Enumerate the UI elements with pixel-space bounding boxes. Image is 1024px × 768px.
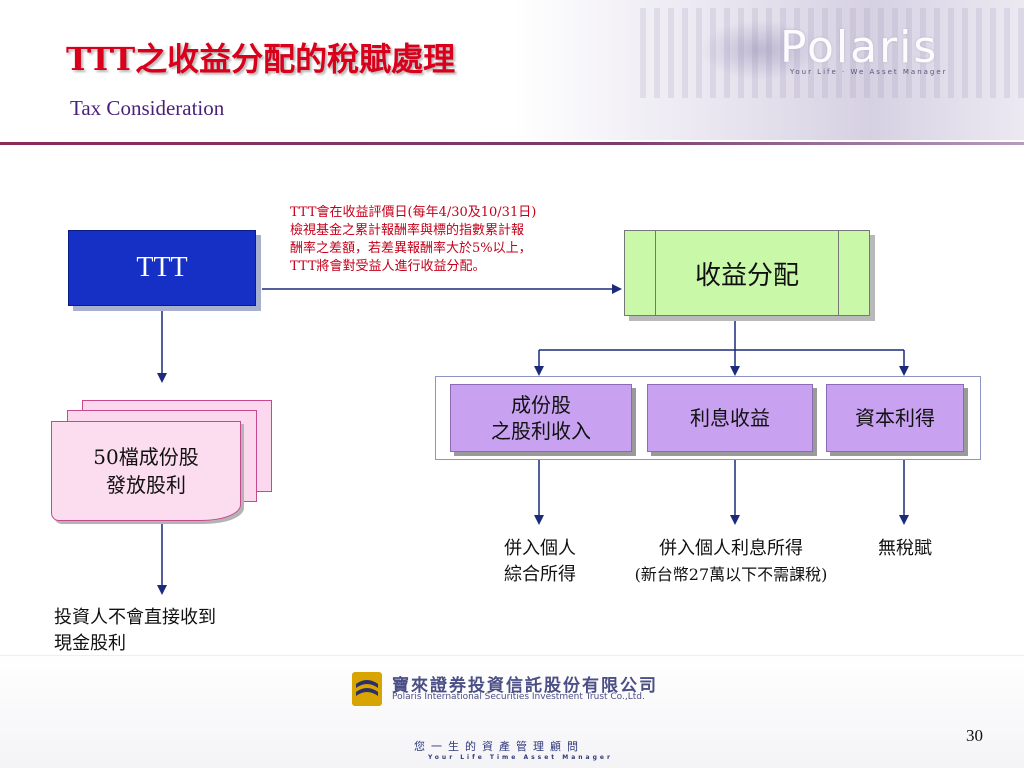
company-logo-icon bbox=[352, 672, 382, 706]
brand-logo-text: Polaris bbox=[780, 22, 939, 73]
slogan-zh: 您一生的資產管理顧問 bbox=[414, 740, 584, 753]
outcome-line: 無稅賦 bbox=[878, 538, 932, 559]
header-background bbox=[0, 0, 1024, 140]
category-label: 資本利得 bbox=[855, 406, 935, 430]
outcome-line: 併入個人 bbox=[504, 538, 576, 559]
outcome-line: 綜合所得 bbox=[504, 564, 576, 585]
note-line: TTT會在收益評價日(每年4/30及10/31日) bbox=[290, 205, 537, 220]
ttt-label: TTT bbox=[136, 252, 188, 283]
company-name-en: Polaris International Securities Investm… bbox=[392, 692, 645, 702]
slide-title: TTT之收益分配的稅賦處理 bbox=[66, 40, 456, 78]
ttt-box: TTT bbox=[68, 230, 256, 306]
category-interest-income: 利息收益 bbox=[647, 384, 813, 452]
note-line: 檢視基金之累計報酬率與標的指數累計報 bbox=[290, 223, 525, 238]
category-label: 成份股 bbox=[511, 393, 571, 417]
distribution-note: TTT會在收益評價日(每年4/30及10/31日) 檢視基金之累計報酬率與標的指… bbox=[290, 204, 610, 276]
note-line: 酬率之差額，若差異報酬率大於5%以上， bbox=[290, 241, 532, 256]
slogan-en: Your Life Time Asset Manager bbox=[428, 754, 613, 761]
document-stack-front: 50檔成份股 發放股利 bbox=[51, 421, 241, 521]
category-dividend-income: 成份股 之股利收入 bbox=[450, 384, 632, 452]
brand-tagline: Your Life · We Asset Manager bbox=[790, 68, 948, 76]
income-distribution-label: 收益分配 bbox=[694, 260, 799, 291]
box-divider bbox=[655, 231, 656, 315]
doc-stack-label: 50檔成份股 bbox=[93, 445, 199, 469]
footer-divider bbox=[0, 655, 1024, 656]
investor-line: 現金股利 bbox=[54, 633, 126, 654]
investor-note: 投資人不會直接收到 現金股利 bbox=[54, 605, 284, 657]
investor-line: 投資人不會直接收到 bbox=[54, 607, 216, 628]
outcome-interest: 併入個人利息所得 (新台幣27萬以下不需課稅) bbox=[600, 536, 862, 588]
doc-stack-label: 發放股利 bbox=[105, 473, 186, 497]
category-capital-gains: 資本利得 bbox=[826, 384, 964, 452]
outcome-line: (新台幣27萬以下不需課稅) bbox=[634, 565, 828, 584]
header-divider bbox=[0, 142, 1024, 145]
header-decoration bbox=[640, 8, 1024, 98]
company-name-zh: 寶來證券投資信託股份有限公司 bbox=[392, 676, 658, 696]
category-label: 利息收益 bbox=[690, 406, 770, 430]
footer-background bbox=[0, 655, 1024, 768]
header-glow bbox=[700, 20, 820, 80]
box-divider bbox=[838, 231, 839, 315]
outcome-line: 併入個人利息所得 bbox=[659, 538, 803, 559]
income-distribution-box: 收益分配 bbox=[624, 230, 870, 316]
category-label: 之股利收入 bbox=[491, 419, 591, 443]
outcome-capital-gains: 無稅賦 bbox=[860, 536, 950, 562]
page-number: 30 bbox=[966, 726, 983, 745]
note-line: TTT將會對受益人進行收益分配。 bbox=[290, 259, 486, 274]
outcome-dividend: 併入個人 綜合所得 bbox=[470, 536, 610, 588]
slide-subtitle: Tax Consideration bbox=[70, 96, 225, 120]
